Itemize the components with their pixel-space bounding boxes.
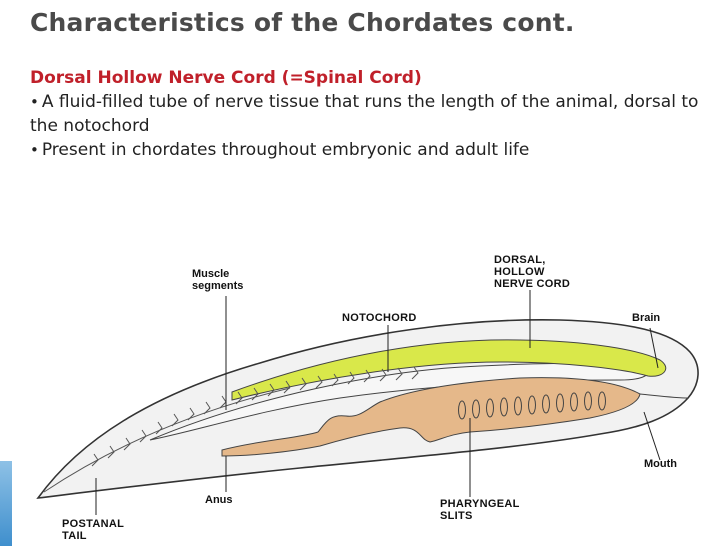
bullet-text-1: A fluid-filled tube of nerve tissue that… xyxy=(30,92,699,136)
label-notochord: NOTOCHORD xyxy=(342,312,417,324)
slide-title: Characteristics of the Chordates cont. xyxy=(30,8,575,37)
label-muscle-segments: Muscle segments xyxy=(192,268,244,292)
label-postanal-tail: POSTANAL TAIL xyxy=(62,518,125,542)
bullet-item-1: •A fluid-filled tube of nerve tissue tha… xyxy=(30,90,720,138)
fin-line xyxy=(43,387,291,493)
muscle-segment-chevrons xyxy=(91,366,419,467)
notochord-shape xyxy=(149,362,649,441)
subhead: Dorsal Hollow Nerve Cord (=Spinal Cord) xyxy=(30,68,422,88)
nerve-cord-shape xyxy=(231,339,667,401)
corner-accent-bar xyxy=(0,461,12,546)
bullet-item-2: •Present in chordates throughout embryon… xyxy=(30,138,720,162)
gut-shape xyxy=(221,377,641,457)
label-pharyngeal-slits: PHARYNGEAL SLITS xyxy=(440,498,520,522)
leader-lines xyxy=(95,290,661,515)
label-anus: Anus xyxy=(205,494,233,506)
pharyngeal-slits xyxy=(458,391,606,420)
label-mouth: Mouth xyxy=(644,458,677,470)
bullet-text-2: Present in chordates throughout embryoni… xyxy=(41,140,530,160)
slide-body: Dorsal Hollow Nerve Cord (=Spinal Cord) … xyxy=(30,66,720,162)
label-brain: Brain xyxy=(632,312,661,324)
mouth-shape xyxy=(639,393,689,399)
bullet-icon: • xyxy=(30,141,39,159)
bullet-icon: • xyxy=(30,93,39,111)
label-dorsal-hollow-nerve-cord: DORSAL, HOLLOW NERVE CORD xyxy=(494,254,571,290)
